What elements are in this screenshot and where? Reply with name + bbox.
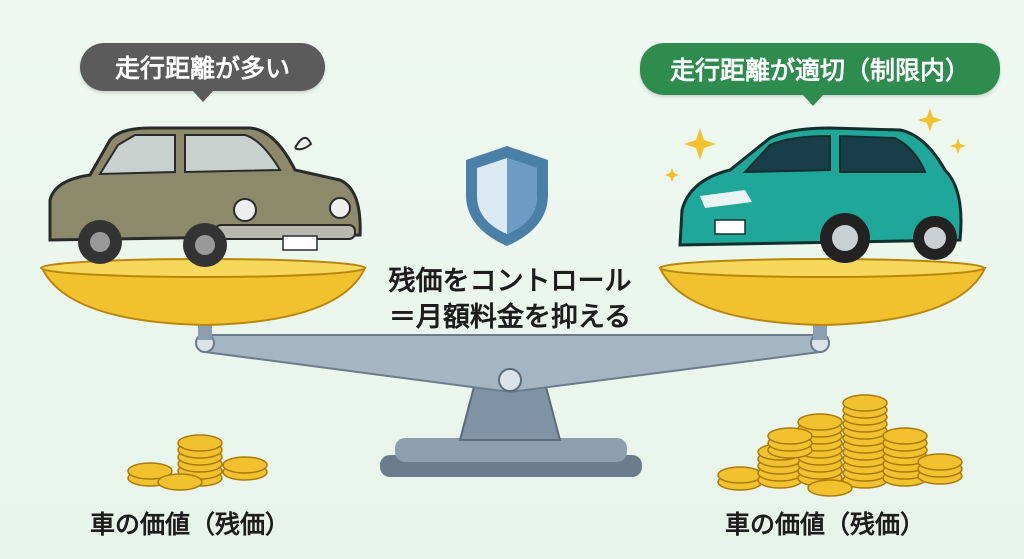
coin bbox=[717, 466, 763, 484]
coin bbox=[917, 453, 963, 471]
old-worn-car bbox=[48, 126, 362, 267]
center-caption: 残価をコントロール ＝月額料金を抑える bbox=[370, 264, 650, 336]
coins-small-pile bbox=[127, 434, 268, 491]
coin bbox=[222, 456, 268, 474]
shield-icon bbox=[466, 146, 548, 246]
caption-line-1: 残価をコントロール bbox=[388, 266, 632, 297]
new-clean-car bbox=[665, 108, 966, 263]
coin bbox=[157, 473, 203, 491]
coin bbox=[797, 413, 843, 431]
right-pan bbox=[658, 258, 987, 327]
coin bbox=[127, 462, 173, 480]
label-left-car-value: 車の価値（残価） bbox=[90, 510, 291, 539]
coin bbox=[807, 479, 853, 497]
coin bbox=[177, 434, 223, 452]
coin bbox=[767, 427, 813, 445]
left-pan bbox=[40, 258, 367, 327]
speech-bubble-proper-mileage: 走行距離が適切（制限内） bbox=[640, 43, 1000, 106]
caption-line-2: ＝月額料金を抑える bbox=[388, 302, 632, 333]
speech-bubble-high-mileage: 走行距離が多い bbox=[80, 43, 325, 102]
sparkle-icon bbox=[665, 108, 966, 182]
coin bbox=[882, 427, 928, 445]
label-right-car-value: 車の価値（残価） bbox=[725, 510, 926, 539]
coins-large-pile bbox=[717, 394, 963, 497]
coin bbox=[842, 394, 888, 412]
